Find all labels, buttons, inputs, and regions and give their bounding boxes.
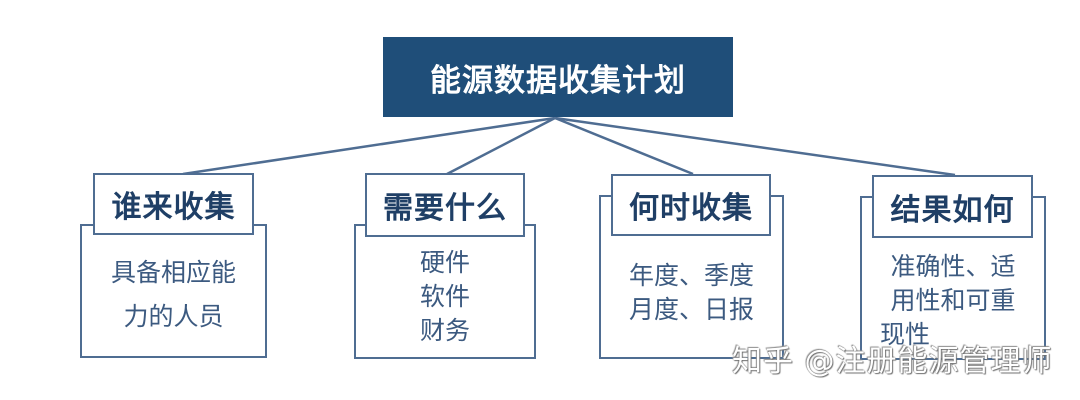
- card-line: 硬件: [419, 248, 470, 277]
- card-line: 软件: [419, 282, 470, 311]
- connector-line-4: [554, 116, 956, 177]
- connector-line-2: [446, 116, 556, 176]
- card-header-result: 结果如何: [872, 175, 1033, 238]
- card-line: 月度、日报: [628, 295, 754, 324]
- card-line: 年度、季度: [628, 261, 754, 290]
- card-body-who: 具备相应能 力的人员: [80, 224, 267, 358]
- card-line: 财务: [419, 316, 470, 345]
- card-line: 现性: [880, 320, 931, 349]
- connector-line-3: [554, 116, 694, 176]
- diagram-title: 能源数据收集计划: [383, 37, 733, 117]
- card-line: 用性和可重: [890, 286, 1016, 315]
- card-line: 具备相应能: [110, 258, 236, 287]
- card-line: 准确性、适: [890, 252, 1016, 281]
- card-body-what: 硬件 软件 财务: [354, 224, 536, 359]
- card-header-what: 需要什么: [365, 173, 525, 237]
- watermark: 知乎 @注册能源管理师: [732, 344, 1053, 379]
- connector-line-1: [182, 116, 556, 176]
- card-header-who: 谁来收集: [93, 173, 254, 235]
- card-header-when: 何时收集: [611, 174, 771, 236]
- card-line: 力的人员: [123, 302, 224, 331]
